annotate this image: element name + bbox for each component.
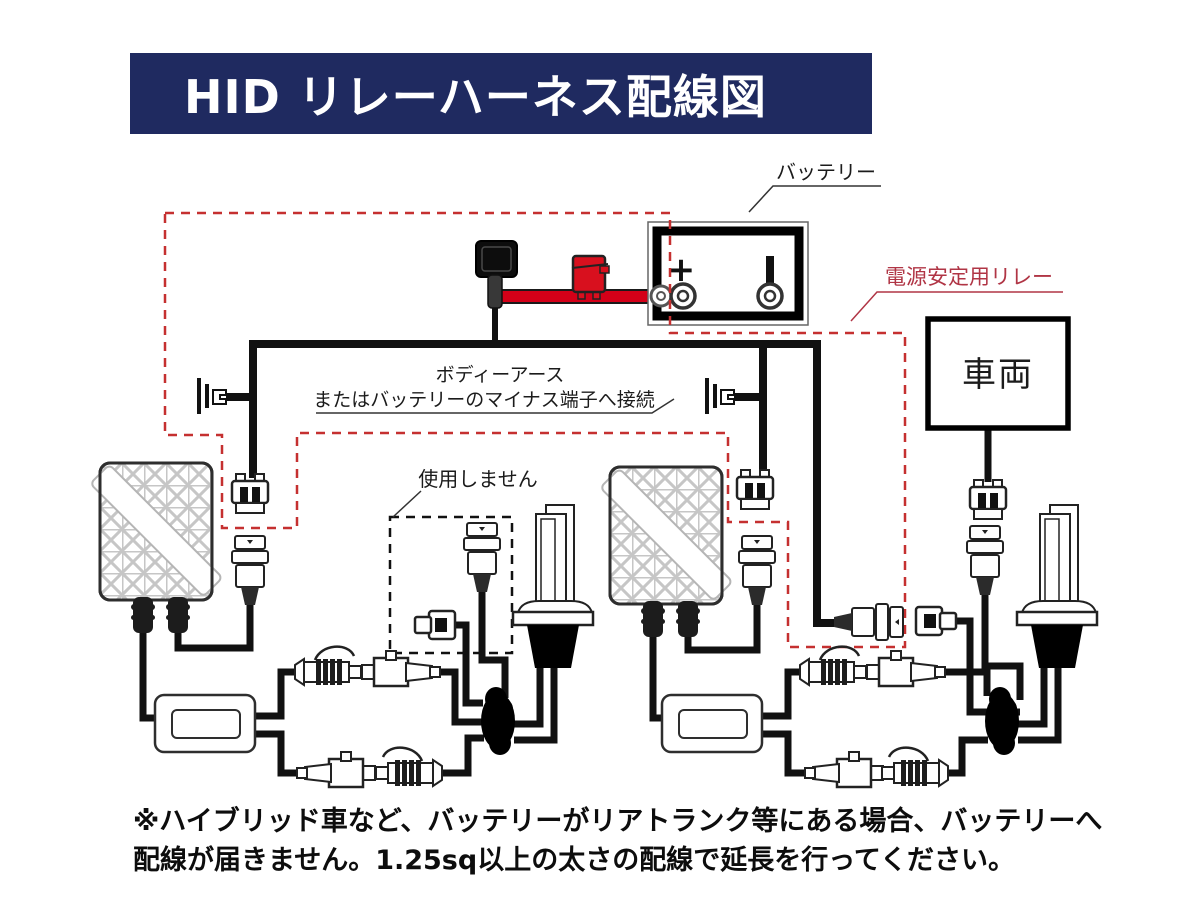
not-used-dashed-box	[388, 515, 514, 655]
main-bus-wire	[249, 340, 848, 627]
power-relay	[475, 240, 518, 309]
right-bulb-wire-2	[1018, 664, 1062, 744]
relay-label: 電源安定用リレー	[885, 265, 1053, 289]
bulb-connector-right-top-b	[865, 649, 947, 688]
unused-socket-wire	[478, 590, 509, 698]
battery-label: バッテリー	[776, 160, 876, 184]
left-loop-bottom-out	[254, 730, 296, 777]
vehicle-harness-plug	[968, 478, 1008, 521]
not-used-label: 使用しません	[418, 467, 537, 491]
leader-lines	[316, 185, 881, 518]
vehicle-box: 車両	[925, 316, 1071, 431]
left-loop-top-out	[254, 668, 296, 720]
right-loop-top-in	[946, 668, 991, 696]
ballast-power-plug-right	[735, 468, 775, 511]
secondary-wires	[139, 428, 1062, 777]
vehicle-harness-socket	[966, 525, 1004, 596]
battery-minus-terminal-icon	[766, 256, 774, 284]
bulb-connector-left-bottom-b	[295, 750, 377, 789]
bulb-connector-left-top-a	[293, 645, 363, 687]
battery-minus-post-hole	[763, 289, 777, 303]
h4-input-plug	[914, 605, 958, 637]
ground-note-line2: またはバッテリーのマイナス端子へ接続	[313, 389, 655, 411]
ground-symbol-left-icon	[196, 377, 227, 415]
igniter-box-left	[153, 693, 257, 754]
main-harness-wires	[226, 306, 848, 627]
battery: +	[647, 221, 809, 326]
bulb-connector-right-top-a	[798, 645, 868, 687]
ballast-power-socket-left	[231, 535, 269, 606]
ring-terminal-hole	[656, 291, 666, 301]
left-loop-top-in	[441, 668, 484, 726]
firewall-grommet-left	[481, 687, 515, 755]
title-banner: HID リレーハーネス配線図	[130, 53, 872, 134]
left-bulb-wire-1	[514, 664, 544, 728]
left-loop-bottom-in	[441, 734, 484, 777]
left-ballast-input-loop	[174, 600, 254, 652]
bulb-connector-right-bottom-a	[880, 746, 950, 788]
vehicle-socket-wire	[981, 593, 1024, 700]
bulb-connector-left-top-b	[360, 649, 442, 688]
vehicle-label: 車両	[962, 355, 1034, 395]
kit-outline-dashed	[163, 211, 907, 649]
left-ballast-to-controller	[139, 628, 158, 722]
igniter-box-right	[660, 693, 764, 754]
not-used-leader	[392, 490, 422, 518]
bulb-connector-right-bottom-b	[803, 750, 885, 789]
right-loop-bottom-out	[761, 730, 804, 777]
caution-note-line2: 配線が届きません。1.25sq以上の太さの配線で延長を行ってください。	[133, 845, 1016, 876]
bulb-connector-left-bottom-a	[374, 746, 444, 788]
ballast-power-socket-right	[738, 535, 776, 606]
ground-note-line1: ボディーアース	[436, 364, 565, 386]
page-title: HID リレーハーネス配線図	[184, 69, 767, 124]
right-loop-top-out	[761, 668, 801, 720]
right-bulb-wire-1	[1018, 664, 1048, 728]
unused-headlight-socket	[463, 522, 501, 593]
hid-bulb-right	[1015, 503, 1099, 670]
unused-headlight-plug	[413, 609, 457, 641]
caution-note: ※ハイブリッド車など、バッテリーがリアトランク等にある場合、バッテリーへ 配線が…	[133, 802, 1133, 880]
ground-symbol-right-icon	[704, 377, 735, 415]
h4-input-socket	[833, 603, 904, 641]
ground-note-underline	[316, 398, 675, 414]
unused-plug-wire	[453, 621, 483, 707]
right-loop-bottom-in	[947, 736, 988, 777]
firewall-grommet-right	[985, 687, 1019, 755]
battery-leader	[748, 185, 881, 213]
hid-ballast-right	[598, 465, 734, 639]
left-bulb-wire-2	[514, 664, 558, 744]
ballast-power-plug-left	[230, 472, 270, 515]
right-ballast-input-loop	[684, 600, 761, 654]
hid-bulb-left	[511, 503, 595, 670]
battery-plus-post-hole	[676, 289, 690, 303]
fuse-holder	[571, 254, 610, 300]
hid-ballast-left	[88, 461, 224, 635]
caution-note-line1: ※ハイブリッド車など、バッテリーがリアトランク等にある場合、バッテリーへ	[133, 806, 1103, 837]
relay-leader	[850, 291, 1063, 322]
